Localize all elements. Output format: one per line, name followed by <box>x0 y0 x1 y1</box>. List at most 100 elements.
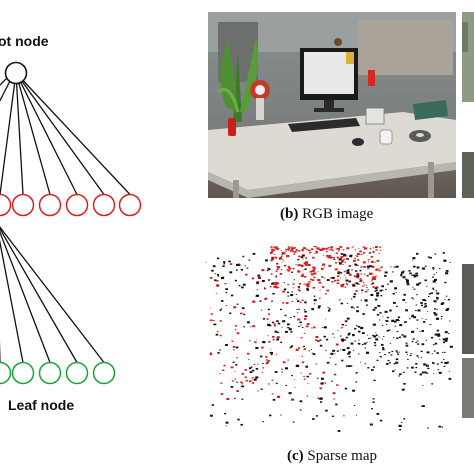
map-point <box>382 289 384 291</box>
map-point <box>340 277 342 279</box>
map-point <box>427 367 430 370</box>
map-point <box>336 256 339 259</box>
map-point <box>398 336 401 339</box>
map-point <box>372 282 375 285</box>
map-point <box>436 329 440 332</box>
map-point <box>236 381 238 383</box>
map-point <box>400 275 403 277</box>
caption-b-letter: (b) <box>280 206 299 222</box>
map-point <box>290 249 294 252</box>
map-point <box>358 248 360 249</box>
map-point <box>304 310 307 313</box>
map-point <box>434 278 437 281</box>
map-point <box>261 269 265 272</box>
map-point <box>273 285 276 288</box>
map-point <box>432 344 435 346</box>
map-point <box>394 325 396 327</box>
map-point <box>354 340 356 342</box>
map-point <box>265 356 268 358</box>
map-point <box>259 300 262 302</box>
map-point <box>427 427 429 429</box>
map-point <box>270 354 273 356</box>
map-point <box>325 248 328 250</box>
map-point <box>296 298 298 300</box>
map-point <box>389 280 393 283</box>
map-point <box>303 276 307 278</box>
map-point <box>302 258 304 260</box>
map-point <box>294 247 297 249</box>
map-point <box>236 269 238 271</box>
map-point <box>379 289 382 292</box>
map-point <box>270 246 273 248</box>
map-point <box>362 313 365 315</box>
map-point <box>276 338 279 341</box>
map-point <box>263 288 266 290</box>
map-point <box>306 395 309 397</box>
map-point <box>416 294 418 296</box>
map-point <box>266 318 269 320</box>
map-point <box>384 354 386 355</box>
map-point <box>374 306 377 309</box>
leaf-nodes <box>0 361 116 385</box>
map-point <box>288 392 292 395</box>
map-point <box>223 261 226 263</box>
map-point <box>396 330 399 333</box>
map-point <box>428 295 430 297</box>
map-point <box>424 279 427 282</box>
neighbour-panel-strip-bottom <box>462 244 474 430</box>
map-point <box>270 352 273 354</box>
map-point <box>381 325 384 326</box>
map-point <box>433 300 437 303</box>
map-point <box>415 342 417 344</box>
map-point <box>432 267 435 269</box>
map-point <box>328 255 331 257</box>
map-point <box>420 302 423 304</box>
map-point <box>446 308 450 310</box>
map-point <box>421 343 425 346</box>
map-point <box>376 359 379 361</box>
map-point <box>317 340 320 342</box>
map-point <box>322 327 324 328</box>
map-point <box>221 300 224 302</box>
map-point <box>352 333 355 336</box>
map-point <box>330 352 334 355</box>
map-point <box>325 255 329 257</box>
map-point <box>356 253 360 255</box>
map-point <box>421 304 423 307</box>
mid-node <box>65 193 89 217</box>
map-point <box>282 361 286 364</box>
map-point <box>440 315 443 318</box>
map-point <box>371 408 373 410</box>
map-point <box>233 349 235 351</box>
map-point <box>412 286 414 288</box>
map-point <box>249 340 251 342</box>
map-point <box>332 415 335 417</box>
map-point <box>400 273 403 276</box>
mid-nodes <box>0 193 142 217</box>
map-point <box>304 301 307 304</box>
map-point <box>320 401 323 403</box>
map-point <box>360 253 363 255</box>
map-point <box>413 316 417 319</box>
map-point <box>285 302 289 304</box>
map-point <box>301 250 304 252</box>
map-point <box>313 246 316 248</box>
map-point <box>220 393 224 395</box>
map-point <box>351 246 353 248</box>
map-point <box>215 333 219 336</box>
map-point <box>374 290 377 292</box>
map-point <box>375 246 378 248</box>
map-point <box>375 286 379 289</box>
map-point <box>297 286 300 288</box>
map-point <box>234 397 236 399</box>
map-point <box>225 425 227 427</box>
map-point <box>301 266 303 268</box>
map-point <box>422 385 424 386</box>
map-point <box>444 299 446 301</box>
map-point <box>295 249 298 251</box>
map-point <box>441 352 444 353</box>
map-point <box>337 330 339 331</box>
map-point <box>337 250 340 252</box>
map-point <box>431 337 434 339</box>
map-point <box>214 279 217 282</box>
